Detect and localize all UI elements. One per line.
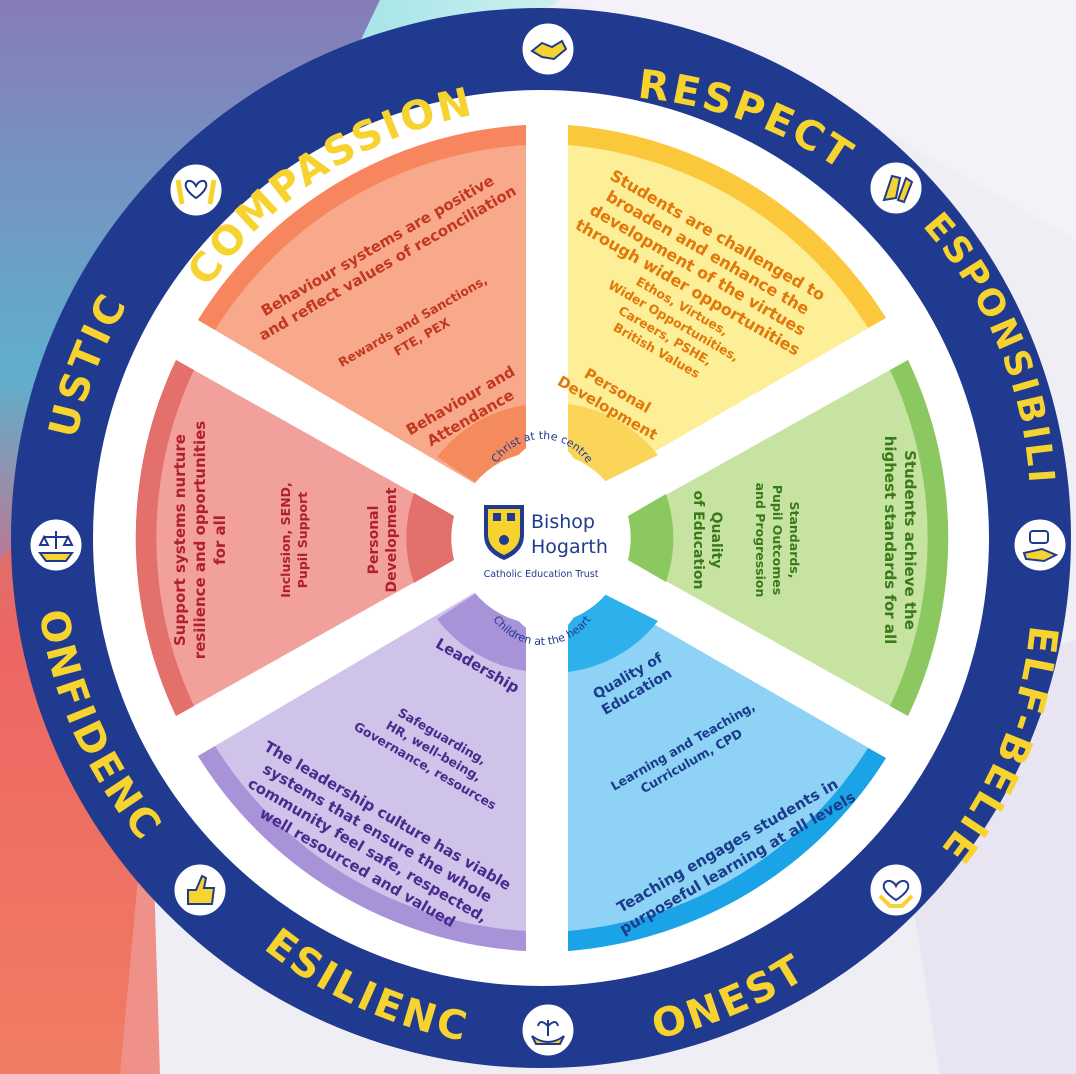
center-subtitle: Catholic Education Trust — [484, 569, 599, 580]
svg-text:highest standards for all: highest standards for all — [881, 436, 899, 645]
scales-hand-icon — [27, 516, 85, 574]
svg-text:Pupil Outcomes: Pupil Outcomes — [770, 485, 785, 595]
svg-text:Quality: Quality — [708, 512, 724, 569]
center-name-line2: Hogarth — [531, 536, 608, 558]
svg-text:resilience and opportunities: resilience and opportunities — [191, 421, 209, 659]
personal-development-red-statement: Support systems nurture resilience and o… — [171, 421, 229, 659]
quality-green-detail: Standards, Pupil Outcomes and Progressio… — [753, 483, 802, 598]
svg-text:Inclusion, SEND,: Inclusion, SEND, — [278, 482, 293, 598]
personal-development-red-detail: Inclusion, SEND, Pupil Support — [278, 482, 310, 598]
heart-hands-icon — [867, 861, 925, 919]
svg-text:of Education: of Education — [690, 491, 706, 590]
segment-personal-development-red — [135, 360, 454, 716]
svg-text:Personal: Personal — [366, 506, 382, 575]
center-name-line1: Bishop — [531, 511, 595, 533]
segment-quality-green — [628, 360, 949, 716]
svg-text:Students achieve the: Students achieve the — [901, 450, 919, 630]
svg-text:and Progression: and Progression — [753, 483, 768, 598]
svg-text:for all: for all — [211, 515, 229, 565]
quality-green-title: Quality of Education — [690, 491, 724, 590]
svg-text:Standards,: Standards, — [787, 502, 802, 579]
svg-text:Development: Development — [384, 487, 400, 592]
hand-plant-icon — [519, 1001, 577, 1059]
crest-logo — [484, 505, 524, 560]
svg-text:Pupil Support: Pupil Support — [295, 492, 310, 588]
svg-text:Support systems nurture: Support systems nurture — [171, 434, 189, 646]
hands-heart-icon — [167, 161, 225, 219]
handshake-icon — [519, 20, 577, 78]
hand-scroll-icon — [1011, 516, 1069, 574]
quality-green-statement: Students achieve the highest standards f… — [881, 436, 919, 645]
personal-development-red-title: Personal Development — [366, 487, 400, 592]
thumbs-up-icon — [171, 861, 229, 919]
clapping-hands-icon — [867, 159, 925, 217]
